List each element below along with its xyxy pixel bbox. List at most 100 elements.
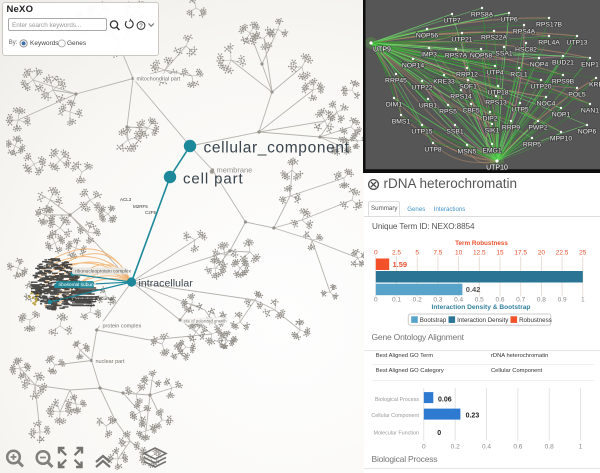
svg-text:22.5: 22.5	[556, 249, 569, 256]
svg-text:0.9: 0.9	[558, 296, 567, 303]
svg-text:0.4: 0.4	[454, 296, 463, 303]
svg-text:0: 0	[422, 444, 426, 451]
svg-text:ENP1: ENP1	[581, 62, 599, 69]
svg-text:UTP10: UTP10	[486, 165, 508, 172]
svg-text:NOP6: NOP6	[578, 129, 597, 136]
svg-text:UTP5: UTP5	[511, 107, 529, 114]
svg-text:BMS1: BMS1	[392, 119, 411, 126]
svg-text:SSA1: SSA1	[495, 51, 513, 58]
svg-text:intracellular: intracellular	[139, 277, 194, 289]
svg-text:NOP4: NOP4	[530, 62, 549, 69]
svg-text:25: 25	[579, 249, 587, 256]
svg-text:Interaction Density: Interaction Density	[457, 317, 509, 324]
svg-text:cellular_component: cellular_component	[204, 139, 350, 156]
svg-text:UTP9: UTP9	[373, 47, 391, 54]
svg-text:1: 1	[579, 444, 583, 451]
svg-text:NOP1: NOP1	[552, 112, 571, 119]
svg-text:Interaction Density & Bootstra: Interaction Density & Bootstrap	[432, 304, 531, 311]
svg-text:?: ?	[139, 23, 143, 30]
svg-text:DIP2: DIP2	[482, 116, 497, 123]
svg-text:RPS4A: RPS4A	[513, 29, 536, 36]
svg-text:MPP10: MPP10	[550, 136, 573, 143]
svg-text:ACL3: ACL3	[120, 197, 132, 202]
svg-text:0.2: 0.2	[451, 444, 460, 451]
svg-text:CBF5: CBF5	[462, 108, 480, 115]
svg-text:1.59: 1.59	[393, 260, 408, 269]
svg-text:RPS7A: RPS7A	[445, 53, 468, 60]
svg-text:0.8: 0.8	[545, 444, 554, 451]
svg-text:RCL1: RCL1	[510, 72, 528, 79]
svg-text:EMG1: EMG1	[482, 148, 501, 155]
svg-text:RPL4A: RPL4A	[538, 40, 560, 47]
svg-text:MSN5: MSN5	[458, 149, 477, 156]
svg-text:site of polarized growth: site of polarized growth	[184, 319, 228, 324]
svg-text:0: 0	[437, 430, 441, 437]
svg-text:Biological Process: Biological Process	[375, 397, 419, 403]
svg-text:NOP58: NOP58	[470, 53, 493, 60]
svg-text:0: 0	[374, 296, 378, 303]
svg-text:UTP22: UTP22	[411, 85, 432, 92]
svg-text:C2F5: C2F5	[145, 210, 157, 215]
svg-text:mitochondrial part: mitochondrial part	[137, 77, 181, 83]
svg-text:NAN1: NAN1	[581, 108, 599, 115]
svg-text:RRP12: RRP12	[456, 72, 478, 79]
svg-text:UTP8: UTP8	[424, 147, 442, 154]
svg-text:UTP21: UTP21	[451, 37, 472, 44]
svg-text:ribonucleoprotein complex: ribonucleoprotein complex	[75, 269, 132, 275]
svg-text:UTP15: UTP15	[411, 129, 432, 136]
svg-text:5: 5	[415, 249, 419, 256]
svg-text:RPS9B: RPS9B	[552, 79, 575, 86]
svg-text:0.8: 0.8	[537, 296, 546, 303]
svg-text:RPS13: RPS13	[485, 100, 507, 107]
svg-text:cell part: cell part	[183, 170, 244, 187]
svg-text:PWP2: PWP2	[528, 125, 547, 132]
svg-text:M2RF5: M2RF5	[133, 204, 148, 209]
svg-text:RPS17B: RPS17B	[536, 22, 563, 29]
svg-text:0.5: 0.5	[475, 296, 484, 303]
svg-text:NOP14: NOP14	[402, 63, 425, 70]
svg-text:KRE: KRE	[589, 82, 600, 89]
svg-text:ribosomal subunit: ribosomal subunit	[59, 282, 97, 288]
svg-text:1: 1	[581, 296, 585, 303]
svg-text:UTP20: UTP20	[530, 84, 551, 91]
svg-text:Cellular Component: Cellular Component	[371, 413, 419, 419]
svg-text:Term Robustness: Term Robustness	[455, 240, 508, 247]
svg-text:HSC82: HSC82	[515, 47, 537, 54]
svg-text:7.5: 7.5	[433, 249, 442, 256]
svg-text:0.6: 0.6	[495, 296, 504, 303]
svg-text:Bootstrap: Bootstrap	[420, 317, 447, 324]
svg-text:Molecular Function: Molecular Function	[373, 430, 419, 436]
svg-text:NOC4: NOC4	[537, 101, 556, 108]
svg-text:KRE33: KRE33	[433, 79, 455, 86]
svg-text:nuclear part: nuclear part	[96, 359, 126, 365]
svg-text:RPS14: RPS14	[450, 94, 472, 101]
svg-text:BUD21: BUD21	[552, 60, 574, 67]
svg-text:SSB1: SSB1	[446, 129, 464, 136]
svg-text:10: 10	[455, 249, 463, 256]
svg-text:0.2: 0.2	[413, 296, 422, 303]
svg-text:membrane: membrane	[217, 165, 253, 174]
svg-text:UTP4: UTP4	[486, 70, 504, 77]
svg-text:17.5: 17.5	[514, 249, 527, 256]
svg-text:0.7: 0.7	[516, 296, 525, 303]
svg-text:RRP9: RRP9	[502, 125, 520, 132]
svg-text:UTP6: UTP6	[500, 17, 518, 24]
svg-text:SOF1: SOF1	[459, 84, 477, 91]
svg-text:RPS22A: RPS22A	[481, 35, 508, 42]
svg-text:Robustness: Robustness	[519, 317, 552, 324]
svg-text:RPS1 A: RPS1 A	[44, 264, 60, 269]
svg-text:0.3: 0.3	[433, 296, 442, 303]
svg-text:DIM1: DIM1	[386, 102, 402, 109]
svg-text:0.6: 0.6	[513, 444, 522, 451]
svg-text:0.1: 0.1	[392, 296, 401, 303]
svg-text:UTP7: UTP7	[443, 18, 461, 25]
svg-text:UTP18: UTP18	[487, 90, 508, 97]
svg-text:0.4: 0.4	[482, 444, 491, 451]
svg-text:15: 15	[496, 249, 504, 256]
svg-text:RRP5: RRP5	[523, 142, 541, 149]
svg-text:2.5: 2.5	[392, 249, 401, 256]
svg-text:0.23: 0.23	[466, 412, 480, 419]
svg-text:20: 20	[538, 249, 546, 256]
svg-text:IMP3: IMP3	[421, 52, 437, 59]
svg-text:URB1: URB1	[419, 103, 437, 110]
